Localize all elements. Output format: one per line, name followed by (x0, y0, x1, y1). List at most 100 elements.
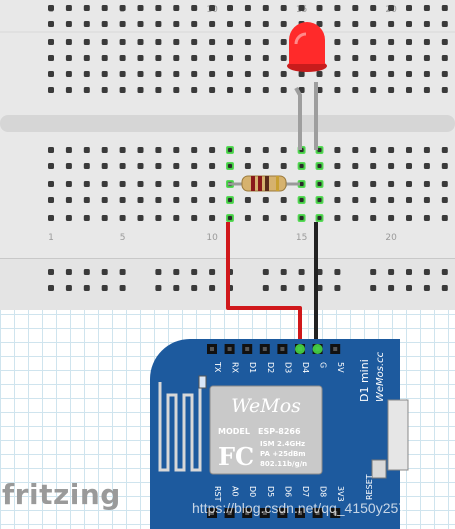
active-hole-center (317, 216, 322, 220)
breadboard-hole (83, 215, 90, 221)
rail-hole (441, 269, 448, 275)
breadboard-hole (137, 21, 144, 27)
breadboard-hole (137, 215, 144, 221)
rail-hole (155, 285, 162, 291)
breadboard-hole (65, 55, 72, 61)
breadboard-hole (173, 215, 180, 221)
pin-label-bottom: RST (213, 486, 222, 502)
breadboard-hole (155, 55, 162, 61)
breadboard-hole (441, 87, 448, 93)
rail-hole (119, 285, 126, 291)
breadboard-hole (280, 197, 287, 203)
breadboard-hole (334, 215, 341, 221)
active-hole-center (299, 182, 304, 186)
breadboard-hole (441, 147, 448, 153)
pin-label-top: D4 (301, 362, 310, 373)
rail-hole (65, 269, 72, 275)
breadboard-hole (83, 163, 90, 169)
breadboard-hole (244, 197, 251, 203)
breadboard-hole (101, 181, 108, 187)
pin-label-bottom: A0 (231, 486, 240, 497)
fcc-logo: FC (218, 442, 254, 471)
breadboard-hole (262, 21, 269, 27)
rail-hole (423, 269, 430, 275)
breadboard-hole (65, 87, 72, 93)
rail-hole (191, 285, 198, 291)
led-highlight (294, 32, 307, 45)
resistor (228, 175, 300, 192)
breadboard-hole (119, 5, 126, 11)
breadboard-hole (423, 147, 430, 153)
breadboard-hole (370, 55, 377, 61)
breadboard-hole (227, 5, 233, 11)
breadboard-hole (173, 87, 180, 93)
breadboard-hole (370, 87, 377, 93)
header-pin-bottom-center (315, 511, 320, 515)
breadboard-hole (406, 181, 412, 187)
breadboard-hole (406, 39, 412, 45)
breadboard-hole (155, 39, 162, 45)
pin-label-top: D3 (283, 362, 292, 373)
breadboard-hole (262, 197, 269, 203)
breadboard-hole (65, 21, 72, 27)
breadboard-hole (244, 55, 251, 61)
rail-hole (48, 269, 54, 275)
breadboard-hole (244, 5, 251, 11)
resistor-body (241, 175, 287, 192)
breadboard-hole (423, 181, 430, 187)
breadboard-hole (48, 197, 54, 203)
rail-hole (191, 269, 198, 275)
breadboard-hole (191, 215, 198, 221)
header-pin-bottom-center (298, 511, 302, 515)
breadboard-hole (423, 87, 430, 93)
reset-label: RESET (365, 474, 374, 500)
breadboard-hole (388, 55, 395, 61)
breadboard-hole (388, 197, 395, 203)
resistor-band-2 (258, 176, 262, 191)
column-number-bottom: 10 (206, 233, 218, 243)
breadboard-hole (191, 39, 198, 45)
breadboard-hole (155, 197, 162, 203)
pin-label-top: D2 (266, 362, 275, 373)
header-pins-bottom (207, 508, 341, 518)
led-leg-anode (294, 87, 302, 150)
module-spec-2: PA +25dBm (260, 450, 306, 458)
active-hole-center (228, 198, 232, 202)
breadboard-hole (406, 21, 412, 27)
breadboard-hole (65, 5, 72, 11)
active-hole-center (228, 164, 232, 168)
breadboard-hole (406, 197, 412, 203)
rail-hole (65, 285, 72, 291)
pin-label-bottom: D0 (248, 486, 257, 497)
breadboard-hole (406, 71, 412, 77)
breadboard-hole (227, 55, 233, 61)
breadboard-hole (209, 215, 216, 221)
breadboard-hole (119, 71, 126, 77)
breadboard-hole (262, 163, 269, 169)
rail-hole (280, 285, 287, 291)
breadboard-hole (173, 197, 180, 203)
rail-hole (298, 285, 305, 291)
breadboard-hole (137, 181, 144, 187)
breadboard-hole (209, 163, 216, 169)
breadboard-hole (316, 71, 323, 77)
rail-hole (423, 285, 430, 291)
breadboard-hole (370, 39, 377, 45)
breadboard-hole (209, 181, 216, 187)
breadboard-hole (352, 163, 359, 169)
breadboard-hole (423, 71, 430, 77)
breadboard-hole (388, 163, 395, 169)
breadboard-hole (370, 147, 377, 153)
header-pin-top-center (262, 347, 267, 351)
breadboard-hole (137, 163, 144, 169)
breadboard-hole (370, 5, 377, 11)
breadboard-hole (209, 55, 216, 61)
pin-label-top: 5V (336, 362, 345, 373)
rail-hole (388, 285, 395, 291)
breadboard-hole (173, 55, 180, 61)
breadboard-hole (209, 21, 216, 27)
breadboard-hole (227, 21, 233, 27)
breadboard-hole (119, 147, 126, 153)
header-pins-top (207, 344, 341, 354)
